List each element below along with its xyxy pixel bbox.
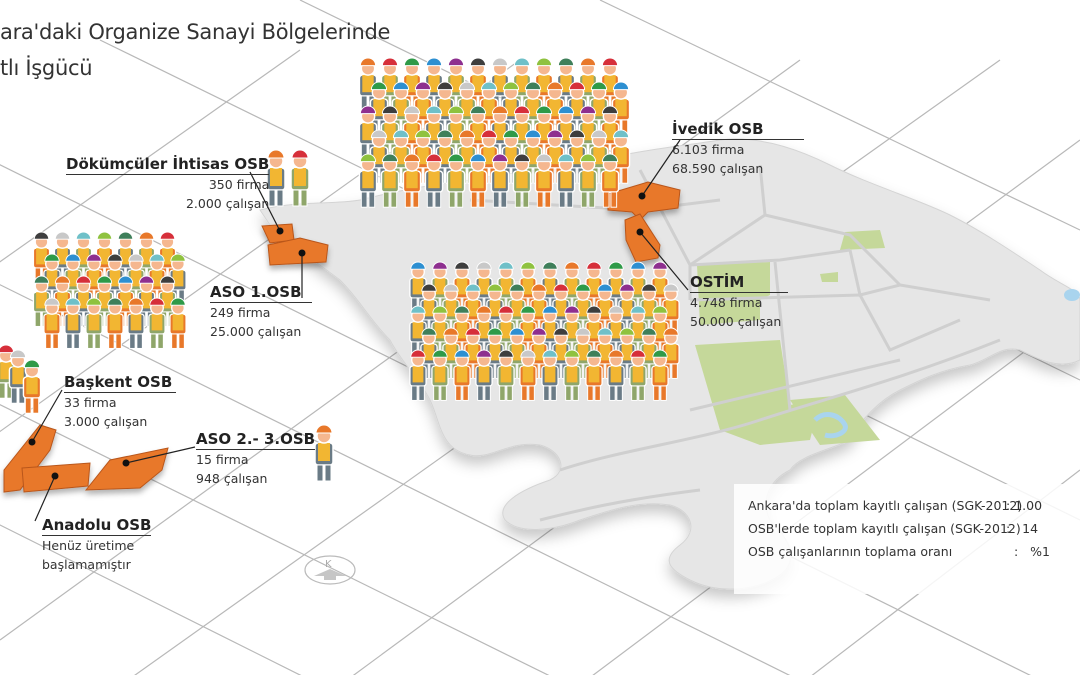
block-ivedik	[607, 181, 681, 221]
zone-note: Henüz üretime	[42, 538, 135, 553]
page-title: ara'daki Organize Sanayi Bölgelerinde tl…	[0, 14, 390, 86]
stats-box: Ankara'da toplam kayıtlı çalışan (SGK-20…	[734, 484, 1080, 594]
label-anadolu: Anadolu OSB Henüz üretime başlamamıştır	[42, 515, 152, 574]
zone-firms: 249 firma	[210, 305, 271, 320]
zone-name: Dökümcüler İhtisas OSB	[66, 155, 270, 175]
river	[813, 412, 848, 439]
zone-firms: 33 firma	[64, 395, 117, 410]
zone-workers: 25.000 çalışan	[210, 324, 302, 339]
label-aso1: ASO 1.OSB 249 firma 25.000 çalışan	[210, 282, 312, 341]
label-baskent: Başkent OSB 33 firma 3.000 çalışan	[64, 372, 177, 431]
compass-icon: K	[304, 555, 356, 585]
stat-value: : 14	[1006, 521, 1039, 536]
zone-firms: 15 firma	[196, 452, 249, 467]
zone-workers: 68.590 çalışan	[672, 161, 764, 176]
zone-workers: 50.000 çalışan	[690, 314, 782, 329]
zone-name: İvedik OSB	[672, 120, 804, 140]
leader-lines	[31, 139, 689, 522]
svg-text:K: K	[325, 559, 332, 570]
zone-name: Başkent OSB	[64, 373, 177, 393]
stat-label: OSB çalışanlarının toplama oranı	[748, 544, 953, 559]
zone-workers: 2.000 çalışan	[185, 196, 270, 211]
zone-firms: 4.748 firma	[690, 295, 763, 310]
leader-dots	[28, 192, 646, 480]
zone-name: ASO 1.OSB	[210, 283, 312, 303]
zone-workers: 3.000 çalışan	[64, 414, 148, 429]
stat-row: OSB'lerde toplam kayıtlı çalışan (SGK-20…	[734, 517, 1080, 540]
north-compass: K	[302, 552, 362, 593]
zone-firms: 6.103 firma	[672, 142, 745, 157]
zone-note: başlamamıştır	[42, 557, 131, 572]
stat-label: Ankara'da toplam kayıtlı çalışan (SGK-20…	[748, 498, 1023, 513]
block-baskent	[3, 424, 57, 493]
zone-name: ASO 2.- 3.OSB	[196, 430, 316, 450]
worker-crowds	[0, 57, 680, 482]
stat-row: Ankara'da toplam kayıtlı çalışan (SGK-20…	[734, 494, 1080, 517]
stat-value: : 1.00	[1006, 498, 1043, 513]
label-dokumculer: Dökümcüler İhtisas OSB 350 firma 2.000 ç…	[66, 154, 270, 213]
block-aso23	[84, 447, 169, 491]
zone-name: Anadolu OSB	[42, 516, 152, 536]
label-ostim: OSTİM 4.748 firma 50.000 çalışan	[690, 272, 789, 331]
title-line-2: tlı İşgücü	[0, 56, 93, 80]
stat-label: OSB'lerde toplam kayıtlı çalışan (SGK-20…	[748, 521, 1021, 536]
zone-workers: 948 çalışan	[196, 471, 268, 486]
lake	[1064, 289, 1080, 301]
label-aso23: ASO 2.- 3.OSB 15 firma 948 çalışan	[196, 429, 316, 488]
stat-row: OSB çalışanlarının toplama oranı : %1	[734, 540, 1080, 563]
zone-firms: 350 firma	[208, 177, 270, 192]
title-line-1: ara'daki Organize Sanayi Bölgelerinde	[0, 20, 391, 44]
zone-name: OSTİM	[690, 273, 789, 293]
label-ivedik: İvedik OSB 6.103 firma 68.590 çalışan	[672, 119, 804, 178]
stat-value: : %1	[1013, 544, 1050, 559]
block-aso1	[267, 237, 329, 266]
osb-blocks	[3, 181, 681, 493]
block-ostim	[624, 213, 661, 263]
